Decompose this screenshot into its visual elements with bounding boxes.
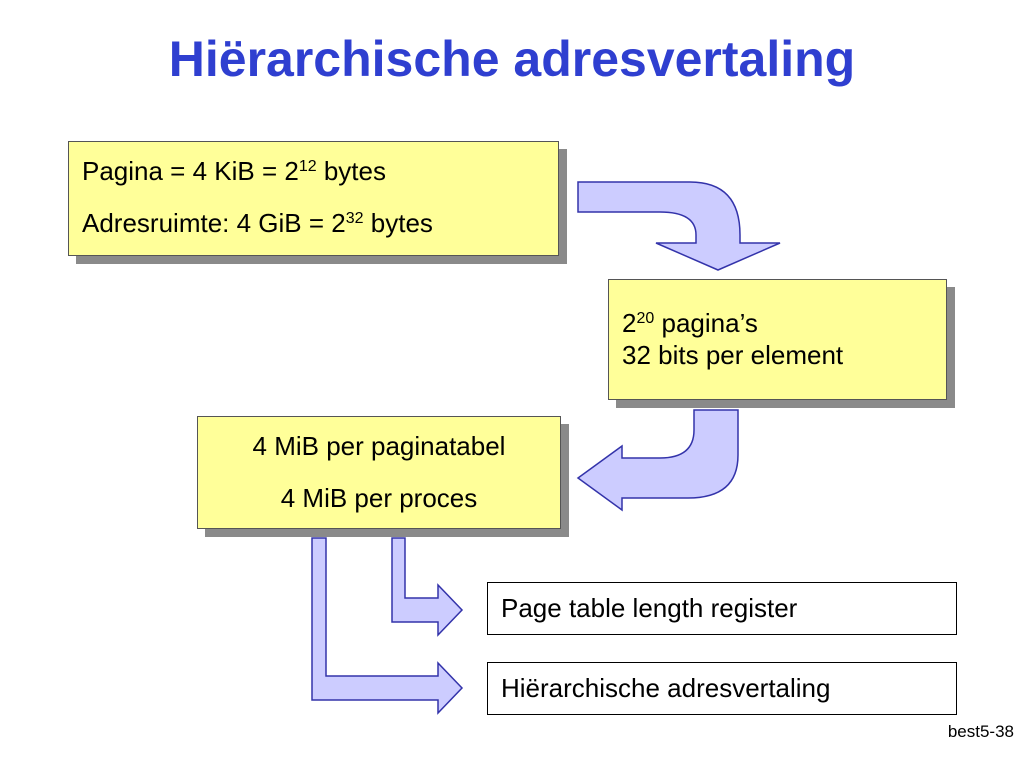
bits-per-element-line: 32 bits per element — [622, 340, 844, 370]
elbow-arrow-to-hier — [311, 537, 464, 715]
per-process-line: 4 MiB per proces — [280, 483, 478, 513]
address-space-line: Adresruimte: 4 GiB = 232 bytes — [82, 208, 433, 238]
curved-arrow-down-right — [577, 181, 781, 271]
curved-arrow-down-left — [576, 409, 739, 512]
slide-title: Hiërarchische adresvertaling — [168, 31, 856, 87]
page-size-box: Pagina = 4 KiB = 212 bytes Adresruimte: … — [68, 141, 559, 256]
hierarchical-translation-box: Hiërarchische adresvertaling — [487, 662, 957, 715]
page-table-length-register-box: Page table length register — [487, 582, 957, 635]
slide-footer: best5-38 — [947, 722, 1014, 741]
page-count-box: 220 pagina’s 32 bits per element — [608, 279, 947, 400]
page-count-line: 220 pagina’s — [622, 308, 758, 338]
page-table-size-box: 4 MiB per paginatabel 4 MiB per proces — [197, 416, 561, 529]
page-size-line: Pagina = 4 KiB = 212 bytes — [82, 156, 386, 186]
page-table-size-line: 4 MiB per paginatabel — [252, 431, 506, 461]
elbow-arrow-to-ptlr — [391, 537, 464, 637]
